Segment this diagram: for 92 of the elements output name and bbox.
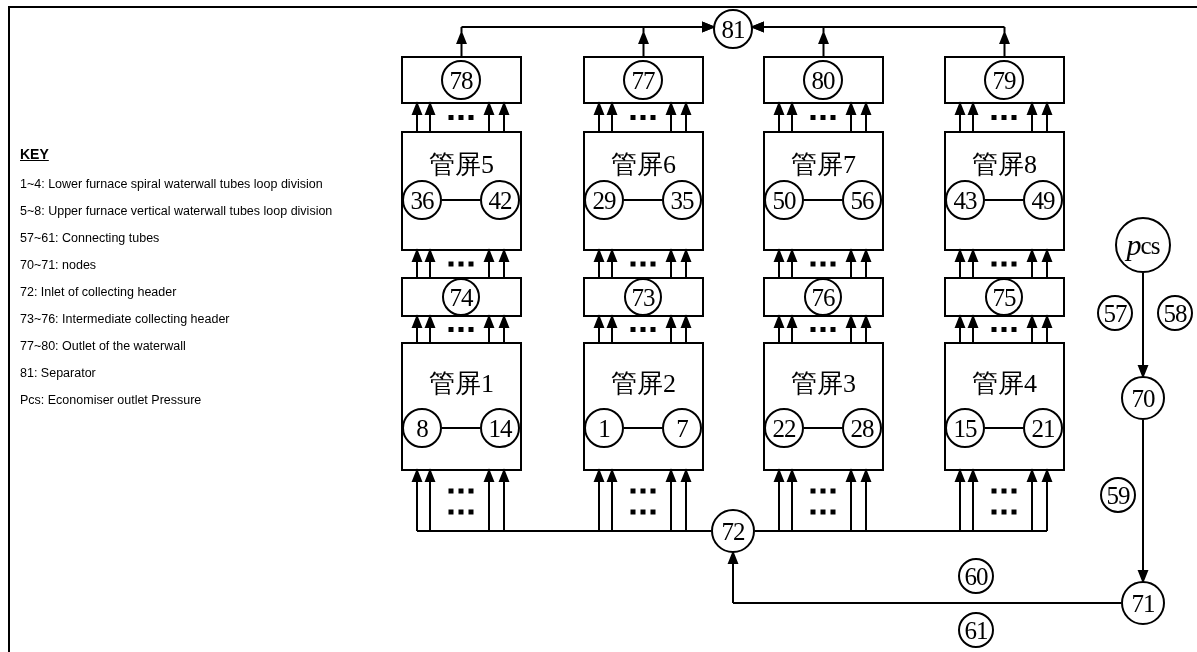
connecting-line (441, 199, 481, 201)
header-box (763, 56, 884, 104)
panel-title: 管屏4 (971, 369, 1038, 399)
header-box (583, 56, 704, 104)
arrow (1138, 419, 1148, 584)
number-circle: 73 (624, 278, 662, 316)
number-circle: 56 (842, 180, 882, 220)
connecting-line (984, 199, 1024, 201)
number-circle: 8 (402, 408, 442, 448)
number-circle: 72 (711, 509, 755, 553)
tube-arrows (955, 248, 1052, 278)
header-box (583, 277, 704, 317)
tube-arrows (412, 248, 509, 278)
key-entry: 1~4: Lower furnace spiral waterwall tubes loop division (20, 176, 323, 192)
number-circle: 49 (1023, 180, 1063, 220)
panel-title: 管屏8 (971, 150, 1038, 180)
number-circle: 42 (480, 180, 520, 220)
tube-arrows (412, 101, 509, 132)
number-circle: 79 (984, 60, 1024, 100)
number-circle: 50 (764, 180, 804, 220)
tube-arrows (774, 314, 871, 343)
number-circle: 1 (584, 408, 624, 448)
number-circle: 15 (945, 408, 985, 448)
panel-title: 管屏7 (790, 150, 857, 180)
number-circle: 80 (803, 60, 843, 100)
number-circle: 59 (1100, 477, 1136, 513)
panel-title: 管屏1 (428, 369, 495, 399)
header-box (401, 277, 522, 317)
panel-title: 管屏6 (610, 150, 677, 180)
number-circle: 75 (985, 278, 1023, 316)
key-entry: 72: Inlet of collecting header (20, 284, 177, 300)
number-circle: 70 (1121, 376, 1165, 420)
arrow (1138, 272, 1148, 379)
number-circle: 60 (958, 558, 994, 594)
number-circle: 74 (442, 278, 480, 316)
key-entry: Pcs: Economiser outlet Pressure (20, 392, 202, 408)
number-circle: 78 (441, 60, 481, 100)
number-circle: 35 (662, 180, 702, 220)
header-box (944, 56, 1065, 104)
panel-box (944, 131, 1065, 251)
panel-title: 管屏3 (790, 369, 857, 399)
number-circle: 14 (480, 408, 520, 448)
tube-arrows (412, 314, 509, 343)
arrow (638, 22, 716, 57)
number-circle: 58 (1157, 295, 1193, 331)
number-circle: 36 (402, 180, 442, 220)
panel-box (763, 342, 884, 471)
number-circle: 43 (945, 180, 985, 220)
number-circle: 22 (764, 408, 804, 448)
key-entry: 77~80: Outlet of the waterwall (20, 338, 186, 354)
header-box (944, 277, 1065, 317)
number-circle: 7 (662, 408, 702, 448)
panel-box (763, 131, 884, 251)
number-circle: 21 (1023, 408, 1063, 448)
tube-arrows (955, 314, 1052, 343)
connecting-line (441, 427, 481, 429)
number-circle: 81 (713, 9, 753, 49)
panel-title: 管屏2 (610, 369, 677, 399)
number-circle: 28 (842, 408, 882, 448)
tube-arrows (594, 101, 691, 132)
tube-arrows (774, 248, 871, 278)
panel-title: 管屏5 (428, 150, 495, 180)
tube-arrows (955, 101, 1052, 132)
key-entry: 70~71: nodes (20, 257, 97, 273)
key-entry: 5~8: Upper furnace vertical waterwall tubes loop division (20, 203, 333, 219)
header-box (401, 56, 522, 104)
key-heading: KEY (20, 146, 49, 162)
tube-arrows (774, 101, 871, 132)
panel-box (944, 342, 1065, 471)
connecting-line (803, 427, 843, 429)
number-circle: 57 (1097, 295, 1133, 331)
key-entry: 81: Separator (20, 365, 96, 381)
panel-box (401, 342, 522, 471)
number-circle: 77 (623, 60, 663, 100)
tube-arrows (594, 314, 691, 343)
connecting-line (803, 199, 843, 201)
connecting-line (623, 427, 663, 429)
key-entry: 57~61: Connecting tubes (20, 230, 160, 246)
connecting-line (623, 199, 663, 201)
header-box (763, 277, 884, 317)
number-circle: 76 (804, 278, 842, 316)
number-circle: 71 (1121, 581, 1165, 625)
tube-arrows (594, 248, 691, 278)
key-entry: 73~76: Intermediate collecting header (20, 311, 230, 327)
connecting-line (984, 427, 1024, 429)
panel-box (583, 131, 704, 251)
panel-box (583, 342, 704, 471)
arrow (750, 22, 1010, 57)
number-circle: 61 (958, 612, 994, 648)
panel-box (401, 131, 522, 251)
arrow (728, 550, 1122, 604)
number-circle: 29 (584, 180, 624, 220)
